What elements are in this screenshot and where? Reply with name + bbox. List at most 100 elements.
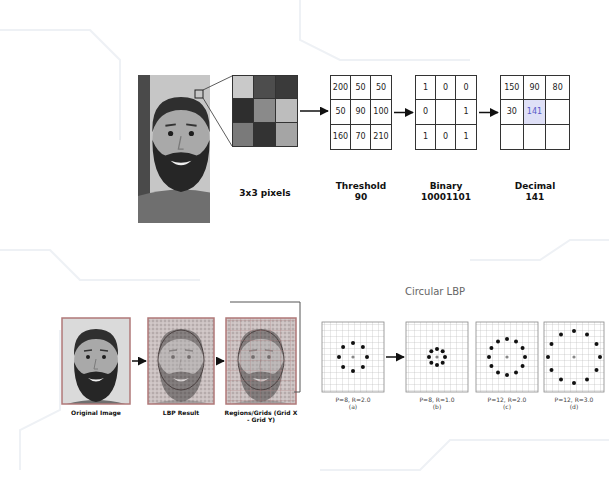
panel-caption: (d) [544, 403, 604, 410]
section-label: Circular LBP [380, 286, 490, 297]
sample-point [435, 347, 439, 351]
sample-points [337, 329, 602, 385]
sample-point [549, 342, 553, 346]
sample-point [549, 368, 553, 372]
caption: Regions/Grids (Grid X - Grid Y) [223, 409, 299, 423]
grid-cell: 0 [456, 76, 476, 100]
sample-point [595, 368, 599, 372]
image-frame [62, 318, 130, 404]
grid-cell [254, 99, 275, 122]
circuit-trace [20, 330, 60, 470]
sample-point [337, 355, 341, 359]
circuit-trace [300, 0, 470, 60]
grid-cell: 80 [546, 76, 569, 100]
grid-cell: 0 [436, 125, 456, 149]
image-frame [148, 318, 214, 404]
sample-point [351, 369, 355, 373]
grid-cell [436, 100, 456, 124]
grid-cell: 50 [371, 76, 391, 100]
cell-value: 90 [355, 107, 365, 116]
cell-value: 1 [463, 132, 468, 141]
zoom-square [195, 90, 203, 98]
sample-point [496, 339, 500, 343]
caption-box: P=8, R=2.0(a) [322, 396, 384, 410]
caption-box: Decimal 141 [507, 181, 563, 203]
sample-point [598, 355, 602, 359]
zoom-lines [203, 76, 232, 146]
pixel-grid [544, 322, 604, 392]
panel-caption: P=12, R=3.0 [544, 396, 604, 403]
caption-box: LBP Result [141, 409, 221, 416]
sample-point [429, 361, 433, 365]
caption: LBP Result [141, 409, 221, 416]
image-frame [226, 318, 296, 404]
image-box: Original Image [62, 318, 130, 404]
grid-cell [524, 125, 547, 149]
circuit-trace [0, 30, 120, 140]
caption: Original Image [56, 409, 136, 416]
texture [226, 318, 296, 404]
caption-box: P=12, R=3.0(d) [544, 396, 604, 410]
sample-point [496, 371, 500, 375]
grid-cell: 90 [351, 100, 371, 124]
sample-point [443, 355, 447, 359]
cell-value: 160 [333, 132, 348, 141]
sample-point [514, 339, 518, 343]
pixel-grid [476, 322, 538, 392]
pixel-grid-box: 3x3 pixels [232, 75, 298, 147]
grid-cell: 150 [501, 76, 524, 100]
flow-arrow [216, 360, 224, 362]
grid-cell: 1 [456, 125, 476, 149]
sample-point [572, 381, 576, 385]
caption-box: P=12, R=2.0(c) [476, 396, 538, 410]
sample-point [595, 342, 599, 346]
face-figure [62, 329, 130, 404]
panel-caption: P=8, R=1.0 [406, 396, 468, 403]
sample-point [351, 341, 355, 345]
pixel-grid [406, 322, 468, 392]
grid-cell: 50 [331, 100, 351, 124]
circular-panel: P=12, R=3.0(d) [544, 322, 604, 392]
panel-caption: (b) [406, 403, 468, 410]
image-box: Regions/Grids (Grid X - Grid Y) [226, 318, 296, 404]
sample-point [505, 373, 509, 377]
caption: Decimal 141 [507, 181, 563, 203]
lbp-result-image [139, 318, 223, 442]
circuit-trace [470, 240, 609, 260]
grid-cell [546, 125, 569, 149]
sample-point [365, 355, 369, 359]
circuit-background [0, 0, 609, 470]
caption-box: 3x3 pixels [233, 188, 297, 199]
grid-cell [233, 76, 254, 99]
grid-cell [501, 125, 524, 149]
sample-point [521, 364, 525, 368]
cell-value: 50 [355, 83, 365, 92]
sample-point [505, 337, 509, 341]
grid-cell: 50 [351, 76, 371, 100]
center-pixel [435, 355, 438, 358]
circular-panel: P=8, R=2.0(a) [322, 322, 384, 392]
sample-point [489, 364, 493, 368]
cell-value: 1 [463, 107, 468, 116]
flow-arrow [132, 360, 146, 362]
regions-image [219, 318, 303, 442]
flow-arrow [386, 356, 404, 358]
cell-value: 210 [373, 132, 388, 141]
sample-point [514, 371, 518, 375]
cell-value: 90 [529, 83, 539, 92]
cell-value: 50 [376, 83, 386, 92]
image-box: LBP Result [148, 318, 214, 404]
original-image [54, 318, 138, 442]
center-pixel [351, 355, 354, 358]
grid-cell: 30 [501, 100, 524, 124]
flow-arrow [479, 112, 498, 114]
cell-value: 1 [423, 132, 428, 141]
cell-value: 150 [504, 83, 519, 92]
grid-cell: 1 [416, 125, 436, 149]
grid-cell [254, 76, 275, 99]
cell-value: 141 [527, 107, 542, 116]
grid-cell: 70 [351, 125, 371, 149]
circular-panel: P=12, R=2.0(c) [476, 322, 538, 392]
